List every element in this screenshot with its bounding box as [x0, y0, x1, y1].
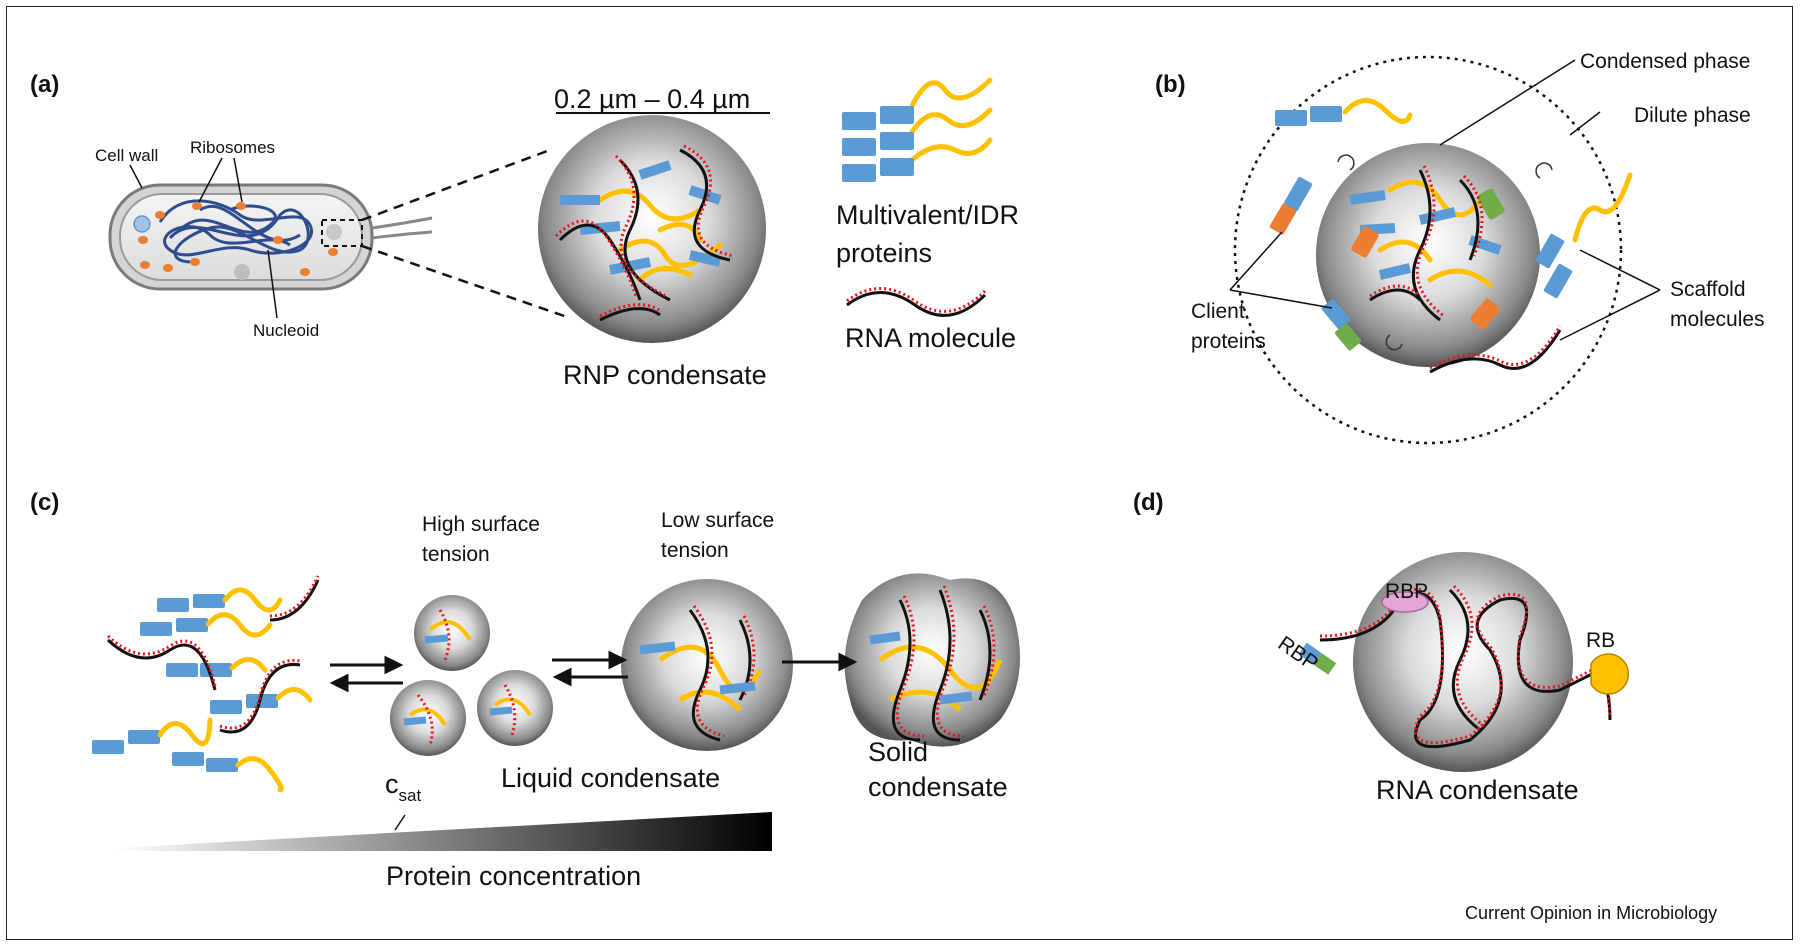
rna-condensate-label: RNA condensate — [1376, 775, 1579, 805]
free-molecules — [92, 575, 320, 793]
client-proteins-label-2: proteins — [1191, 330, 1266, 353]
small-droplet-3 — [477, 670, 553, 746]
vesicle-icon — [133, 215, 151, 233]
flagellum — [371, 216, 433, 240]
panel-d-label: (d) — [1133, 489, 1164, 516]
nucleoid-label: Nucleoid — [253, 321, 319, 340]
rbp-left-icon — [1298, 642, 1337, 675]
cell-wall-label: Cell wall — [95, 146, 158, 165]
solid-aggregate — [844, 573, 1020, 747]
solid-condensate-label-1: Solid — [868, 737, 928, 767]
panel-c-label: (c) — [30, 489, 59, 516]
rb-right-label: RB — [1586, 629, 1615, 652]
small-droplet-2 — [390, 680, 466, 756]
ribosome-dots — [138, 202, 338, 276]
rbp-top-icon — [1381, 591, 1429, 613]
rb-right-icon — [1590, 653, 1629, 695]
csat-label: csat — [385, 769, 421, 805]
panel-a-label: (a) — [30, 71, 59, 98]
panel-b-label: (b) — [1155, 71, 1186, 98]
high-tension-label-1: High surface — [422, 513, 540, 536]
zoom-box — [321, 219, 363, 247]
panel-c: (c) — [30, 489, 1020, 891]
small-droplet-1 — [414, 595, 490, 671]
panel-d: (d) RBP RBP RB RNA condensate — [1133, 489, 1629, 805]
legend-protein-label-2: proteins — [836, 238, 932, 268]
rbp-top-label: RBP — [1385, 580, 1428, 603]
rnp-droplet — [538, 115, 766, 343]
nucleoid-icon — [158, 199, 314, 264]
rna-strands — [1319, 588, 1612, 749]
dilute-phase-boundary — [1233, 55, 1623, 445]
scaffold-molecules-label-2: molecules — [1670, 308, 1765, 331]
legend-protein-label-1: Multivalent/IDR — [836, 200, 1019, 230]
panel-b: (b) — [1155, 50, 1765, 445]
condensed-phase-label: Condensed phase — [1580, 50, 1750, 73]
concentration-gradient — [115, 812, 772, 851]
granule-icon — [234, 264, 250, 280]
scaffold-molecules-label-1: Scaffold — [1670, 278, 1746, 301]
droplet-a-contents — [554, 144, 735, 322]
high-tension-label-2: tension — [422, 543, 490, 566]
rnp-condensate-label: RNP condensate — [563, 360, 767, 390]
liquid-condensate-label: Liquid condensate — [501, 763, 720, 793]
legend-protein-icon — [842, 77, 993, 182]
panel-a: (a) Cell wall Ribosomes Nucleoid — [30, 71, 1019, 390]
ribosomes-label: Ribosomes — [190, 138, 275, 157]
concentration-label: Protein concentration — [386, 861, 641, 891]
dilute-molecules — [1269, 98, 1633, 374]
droplet-b-contents — [1349, 165, 1505, 330]
condensate-dot — [326, 224, 342, 240]
rbp-left-label: RBP — [1274, 632, 1323, 676]
scale-label: 0.2 µm – 0.4 µm — [554, 84, 750, 114]
low-tension-label-1: Low surface — [661, 509, 774, 532]
solid-condensate-label-2: condensate — [868, 772, 1008, 802]
legend-rna-label: RNA molecule — [845, 323, 1016, 353]
dilute-phase-label: Dilute phase — [1634, 104, 1751, 127]
client-proteins-label-1: Client — [1191, 300, 1245, 323]
figure-frame — [6, 6, 1793, 940]
equilibrium-arrows — [329, 650, 858, 693]
journal-credit: Current Opinion in Microbiology — [1465, 903, 1717, 923]
legend-rna-icon — [846, 291, 987, 317]
low-tension-label-2: tension — [661, 539, 729, 562]
